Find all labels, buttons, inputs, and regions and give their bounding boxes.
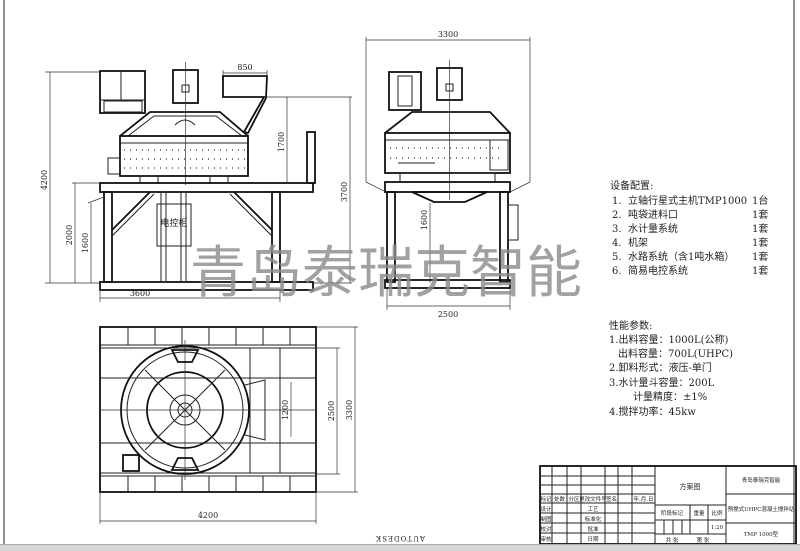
dim-overall-height: 4200: [40, 170, 49, 190]
tb-header: 分区: [568, 495, 580, 503]
tb-role: 审核: [540, 535, 552, 543]
plan-view: 4200 1200 2500 3300: [99, 326, 358, 524]
dim-frame-height: 2000: [65, 225, 74, 245]
tb-header: 更改文件号: [579, 495, 607, 503]
performance-line: 1.出料容量：1000L(公称): [609, 333, 729, 346]
tb-scale-value: 1:20: [711, 525, 724, 531]
control-cabinet: [156, 203, 192, 247]
dim-width: 3600: [130, 289, 150, 298]
item-qty: 1套: [752, 236, 768, 249]
tb-role: 设计: [540, 505, 552, 513]
autodesk-mark: AUTODESK: [375, 534, 426, 542]
tb-role: 校对: [540, 525, 552, 533]
watermark: 青岛泰瑞克智能: [190, 241, 582, 306]
item-qty: 1套: [752, 222, 768, 235]
item-no: 3.: [612, 224, 622, 235]
item-qty: 1套: [752, 264, 768, 277]
item-no: 6.: [612, 266, 622, 277]
tb-weight-label: 重量: [693, 509, 705, 517]
item-no: 1.: [612, 196, 622, 207]
dim-clearance: 1600: [81, 233, 90, 253]
equipment-list: 设备配置: 1. 立轴行星式主机TMP1000 1台 2. 吨袋进料口 1套 3…: [610, 179, 768, 277]
item-name: 吨袋进料口: [628, 208, 678, 221]
tb-role: 标准化: [585, 515, 602, 523]
tb-header: 标记: [540, 495, 552, 503]
performance-title: 性能参数:: [609, 319, 652, 332]
item-name: 水路系统（含1吨水箱）: [628, 250, 734, 263]
control-cabinet-label: 电控柜: [160, 217, 187, 229]
tb-role: 工艺: [587, 506, 599, 513]
dim-total-height: 3700: [340, 182, 349, 202]
tb-role: 批准: [587, 525, 599, 533]
item-no: 2.: [612, 210, 622, 221]
tb-header: 年.月.日: [634, 495, 654, 503]
item-no: 5.: [612, 252, 622, 263]
front-view: 电控柜 4200 2000 1600 850 1700 3700 3600: [40, 62, 352, 302]
tb-product: 预搅式UHPC混凝土搅拌站: [728, 505, 795, 513]
item-name: 简易电控系统: [628, 264, 688, 277]
dim-plan-inner-width: 2500: [327, 401, 336, 421]
tb-stage-label: 阶段标记: [661, 509, 684, 517]
item-qty: 1台: [752, 194, 768, 207]
tb-sheet-no: 第 张: [697, 536, 710, 544]
performance-line: 出料容量：700L(UHPC): [618, 347, 733, 360]
tb-header: 签名: [606, 495, 617, 503]
performance-params: 性能参数: 1.出料容量：1000L(公称) 出料容量：700L(UHPC) 2…: [609, 319, 733, 418]
title-block: 标记 处数 分区 更改文件号 签名 年.月.日 设计 制图 校对 审核 工艺 标…: [539, 465, 797, 545]
performance-line: 计量精度：±1%: [633, 390, 707, 403]
dim-side-width: 2500: [438, 310, 458, 319]
item-name: 立轴行星式主机TMP1000: [628, 194, 747, 207]
tb-scale-label: 比例: [711, 509, 723, 517]
dim-plan-outer-width: 3300: [345, 400, 354, 420]
equipment-title: 设备配置:: [610, 179, 653, 192]
bottom-scroll-bar: [0, 544, 800, 551]
tb-model: TMP 1000型: [744, 530, 779, 538]
dim-plan-length: 4200: [198, 511, 218, 520]
dim-side-width-top: 3300: [438, 30, 458, 39]
performance-line: 2.卸料形式：液压-单门: [609, 361, 712, 374]
item-qty: 1套: [752, 250, 768, 263]
item-name: 水计量系统: [628, 222, 678, 235]
dim-plan-opening: 1200: [281, 400, 290, 420]
tb-header: 处数: [554, 495, 566, 503]
dim-hopper-height: 1700: [277, 132, 286, 152]
dim-side-clearance: 1600: [420, 210, 429, 230]
tb-role: 制图: [540, 515, 552, 523]
tb-role: 日期: [587, 536, 599, 543]
performance-line: 4.搅拌功率：45kw: [609, 405, 696, 418]
performance-line: 3.水计量斗容量：200L: [609, 376, 715, 389]
tb-drawing-type: 方案图: [680, 482, 701, 491]
dim-hopper-width: 850: [237, 63, 252, 72]
item-name: 机架: [628, 236, 648, 249]
tb-company: 青岛泰瑞克智能: [742, 476, 781, 484]
item-no: 4.: [612, 238, 622, 249]
side-view: 3300 1600 2500: [365, 30, 531, 319]
item-qty: 1套: [752, 208, 768, 221]
tb-sheet-total: 共 张: [666, 536, 679, 544]
